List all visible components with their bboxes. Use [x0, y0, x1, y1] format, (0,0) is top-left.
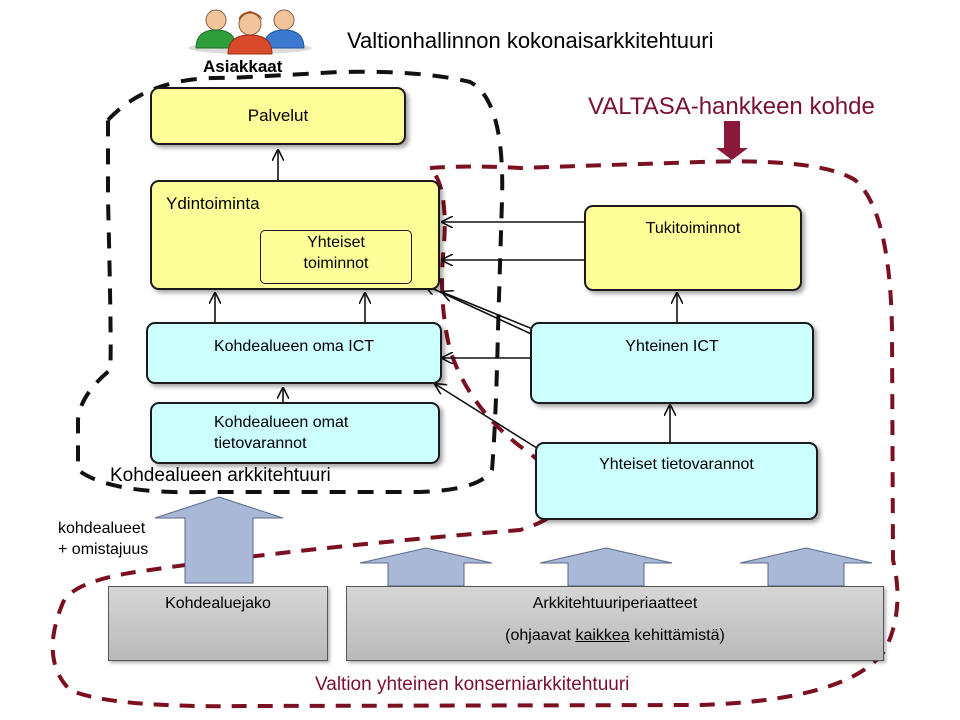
shared-data-box: Yhteiset tietovarannot: [535, 442, 818, 520]
principles-box: Arkkitehtuuriperiaatteet (ohjaavat kaikk…: [346, 586, 884, 661]
valtasa-scope-boundary: [50, 159, 900, 709]
domain-ict-label: Kohdealueen oma ICT: [213, 338, 375, 355]
diagram-title: Valtionhallinnon kokonaisarkkitehtuuri: [347, 28, 714, 53]
domains-ownership-label-2: + omistajuus: [58, 541, 149, 558]
principles-title: Arkkitehtuuriperiaatteet: [532, 595, 698, 612]
customers-label: Asiakkaat: [203, 57, 283, 76]
domain-division-box: Kohdealuejako: [108, 586, 328, 661]
domain-ict-box: Kohdealueen oma ICT: [146, 322, 442, 384]
shared-operations-label-1: Yhteiset: [307, 234, 365, 251]
domain-data-label-2: tietovarannot: [214, 435, 307, 452]
domain-division-label: Kohdealuejako: [165, 595, 271, 612]
domain-architecture-boundary: [76, 69, 505, 495]
principles-emphasis: kaikkea: [575, 627, 630, 644]
shared-operations-label-2: toiminnot: [303, 255, 369, 272]
arrow-shared-data-to-domain-ict: [435, 384, 541, 451]
principles-subtitle: (ohjaavat kaikkea kehittämistä): [347, 627, 883, 645]
shared-operations-box: Yhteiset toiminnot: [260, 230, 412, 284]
domain-data-box: Kohdealueen omat tietovarannot: [150, 402, 440, 464]
core-operations-label: Ydintoiminta: [166, 194, 260, 213]
support-operations-label: Tukitoiminnot: [645, 220, 741, 237]
valtasa-scope-label: VALTASA-hankkeen kohde: [588, 93, 875, 120]
big-arrow-principles-1: [359, 547, 493, 587]
arrow-shared-ict-to-core: [442, 292, 541, 333]
shared-ict-box: Yhteinen ICT: [530, 322, 814, 404]
services-box: Palvelut: [150, 87, 406, 145]
big-arrow-principles-2: [539, 547, 673, 587]
enterprise-architecture-label: Valtion yhteinen konserniarkkitehtuuri: [315, 674, 630, 695]
big-arrow-domain-division: [154, 496, 284, 584]
shared-data-label: Yhteiset tietovarannot: [599, 456, 754, 473]
people-group-icon: [188, 9, 312, 55]
principles-suffix: kehittämistä): [629, 627, 725, 644]
domain-architecture-label: Kohdealueen arkkitehtuuri: [110, 465, 331, 486]
services-label: Palvelut: [247, 106, 309, 125]
big-arrow-principles-3: [739, 547, 873, 587]
principles-prefix: (ohjaavat: [505, 627, 576, 644]
domain-data-label-1: Kohdealueen omat: [214, 414, 349, 431]
down-arrow-icon: [716, 121, 748, 160]
support-operations-box: Tukitoiminnot: [584, 205, 802, 291]
core-operations-box: Ydintoiminta Yhteiset toiminnot: [150, 180, 440, 290]
shared-ict-label: Yhteinen ICT: [625, 338, 719, 355]
domains-ownership-label-1: kohdealueet: [58, 520, 146, 537]
